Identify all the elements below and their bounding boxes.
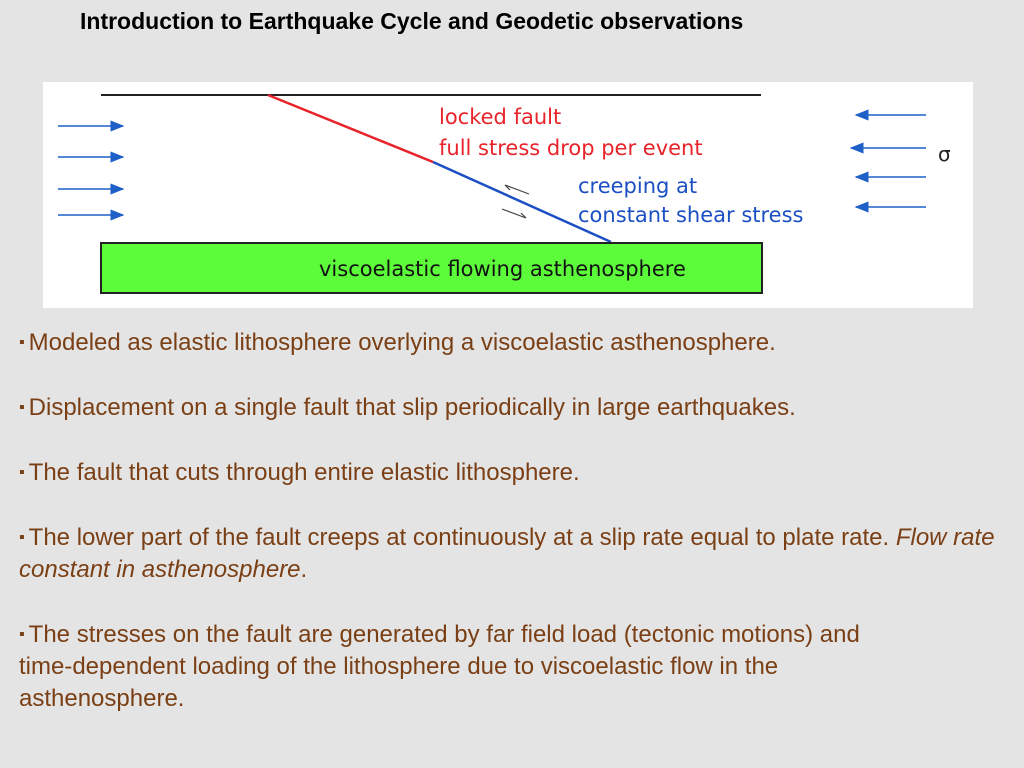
shear-sense-arrows bbox=[501, 184, 530, 219]
creep-label-2: constant shear stress bbox=[578, 203, 803, 227]
bullet-text: The lower part of the fault creeps at co… bbox=[28, 524, 896, 551]
bullet-italic-text: Flow rate constant in asthenosphere bbox=[19, 524, 995, 583]
bullet-item: ▪Modeled as elastic lithosphere overlyin… bbox=[19, 327, 776, 359]
bullet-text: The stresses on the fault are generated … bbox=[19, 621, 860, 712]
bullet-item: ▪The lower part of the fault creeps at c… bbox=[19, 522, 999, 586]
locked-fault-line bbox=[267, 93, 434, 164]
bullet-text: The fault that cuts through entire elast… bbox=[28, 459, 580, 486]
bullet-end: . bbox=[300, 556, 308, 583]
locked-fault-label-1: locked fault bbox=[439, 105, 561, 129]
right-far-field-arrows bbox=[849, 109, 926, 213]
bullet-text: Modeled as elastic lithosphere overlying… bbox=[28, 329, 776, 356]
bullet-text: Displacement on a single fault that slip… bbox=[28, 394, 796, 421]
bullet-item: ▪The stresses on the fault are generated… bbox=[19, 619, 919, 715]
sigma-symbol: σ bbox=[938, 142, 951, 166]
bullet-item: ▪Displacement on a single fault that sli… bbox=[19, 392, 796, 424]
bullet-marker: ▪ bbox=[19, 529, 25, 546]
bullet-marker: ▪ bbox=[19, 626, 25, 643]
bullet-marker: ▪ bbox=[19, 399, 25, 416]
creep-label-1: creeping at bbox=[578, 174, 697, 198]
asthenosphere-label: viscoelastic flowing asthenosphere bbox=[319, 257, 686, 281]
left-far-field-arrows bbox=[58, 120, 125, 221]
asthenosphere-box bbox=[100, 242, 763, 294]
locked-fault-label-2: full stress drop per event bbox=[439, 136, 703, 160]
bullet-item: ▪The fault that cuts through entire elas… bbox=[19, 457, 580, 489]
bullet-marker: ▪ bbox=[19, 334, 25, 351]
creeping-fault-line bbox=[432, 160, 612, 244]
bullet-marker: ▪ bbox=[19, 464, 25, 481]
earthquake-cycle-diagram: σ locked fault full stress drop per even… bbox=[43, 82, 973, 308]
slide-title: Introduction to Earthquake Cycle and Geo… bbox=[80, 8, 744, 34]
